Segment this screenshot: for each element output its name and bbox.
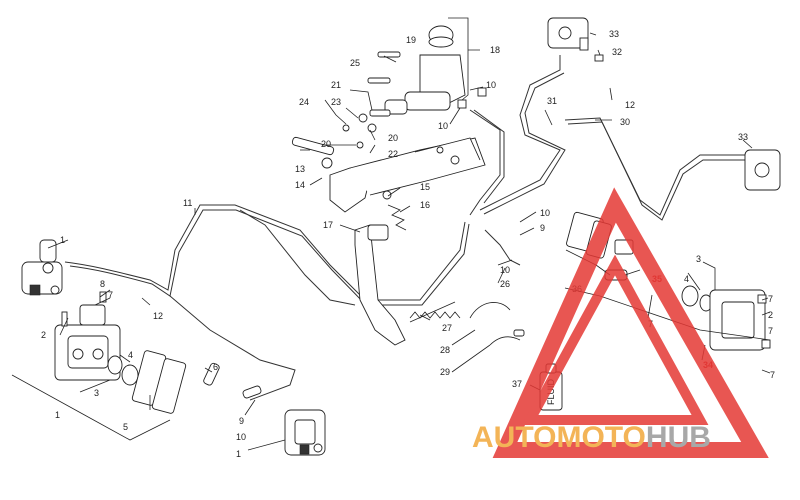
label-23: 23 [331, 97, 341, 107]
label-1-bottom: 1 [236, 449, 241, 459]
label-19: 19 [406, 35, 416, 45]
label-11: 11 [183, 198, 192, 208]
label-33-right: 33 [738, 132, 748, 142]
brake-pedal-bracket [291, 136, 486, 346]
label-20-left: 20 [321, 139, 331, 149]
label-7-right-mid: 7 [768, 326, 773, 336]
label-2-right: 2 [768, 310, 773, 320]
watermark-part-auto: AUTO [472, 421, 556, 454]
label-28: 28 [440, 345, 450, 355]
label-7-right-low: 7 [770, 370, 775, 380]
label-26: 26 [500, 279, 510, 289]
label-4-right: 4 [684, 274, 689, 284]
label-5-left: 5 [123, 422, 128, 432]
label-29: 29 [440, 367, 450, 377]
label-12-right: 12 [625, 100, 635, 110]
label-1-top: 1 [60, 235, 65, 245]
caliper-left-top [21, 239, 63, 296]
label-6: 6 [213, 362, 218, 372]
label-1-left-low: 1 [55, 410, 60, 420]
label-10-low: 10 [500, 265, 510, 275]
label-31: 31 [547, 96, 557, 106]
watermark-part-hub: HUB [646, 421, 711, 454]
label-10-mid: 10 [438, 121, 448, 131]
label-9-right: 9 [540, 223, 545, 233]
label-4-left: 4 [128, 350, 133, 360]
label-13: 13 [295, 164, 305, 174]
watermark-part-moto: MOTO [556, 421, 645, 454]
label-8: 8 [100, 279, 105, 289]
brake-lines [64, 55, 745, 401]
caliper-left-bottom [242, 385, 326, 456]
label-10-right: 10 [540, 208, 550, 218]
label-25: 25 [350, 58, 360, 68]
part-labels: 1 2 3 4 5 6 7 8 9 10 11 12 13 14 15 16 1… [41, 29, 775, 459]
label-37: 37 [512, 379, 522, 389]
label-2-left: 2 [41, 330, 46, 340]
watermark: AUTOMOTOHUB [472, 187, 769, 458]
caliper-right-mid [744, 149, 781, 191]
label-10-top: 10 [486, 80, 496, 90]
master-cylinder [342, 25, 487, 149]
label-16: 16 [420, 200, 430, 210]
label-7-right-top: 7 [768, 294, 773, 304]
label-9-left: 9 [239, 416, 244, 426]
label-3-left: 3 [94, 388, 99, 398]
label-32: 32 [612, 47, 622, 57]
label-10-left: 10 [236, 432, 246, 442]
label-17: 17 [323, 220, 333, 230]
label-22: 22 [388, 149, 398, 159]
label-20-right: 20 [388, 133, 398, 143]
caliper-left-exploded [54, 291, 220, 414]
leader-lines [11, 17, 771, 451]
label-15: 15 [420, 182, 430, 192]
watermark-inner-triangle-icon [521, 254, 709, 425]
label-33-top: 33 [609, 29, 619, 39]
label-27: 27 [442, 323, 452, 333]
label-7-left: 7 [108, 290, 113, 300]
label-18: 18 [490, 45, 500, 55]
caliper-right-top [547, 17, 604, 62]
label-30: 30 [620, 117, 630, 127]
label-12-left: 12 [153, 311, 163, 321]
watermark-text-auto: AUTOMOTOHUB [472, 421, 711, 454]
label-21: 21 [331, 80, 341, 90]
watermark-triangle-icon [492, 187, 769, 458]
label-3-right: 3 [696, 254, 701, 264]
label-14: 14 [295, 180, 305, 190]
label-24: 24 [299, 97, 309, 107]
